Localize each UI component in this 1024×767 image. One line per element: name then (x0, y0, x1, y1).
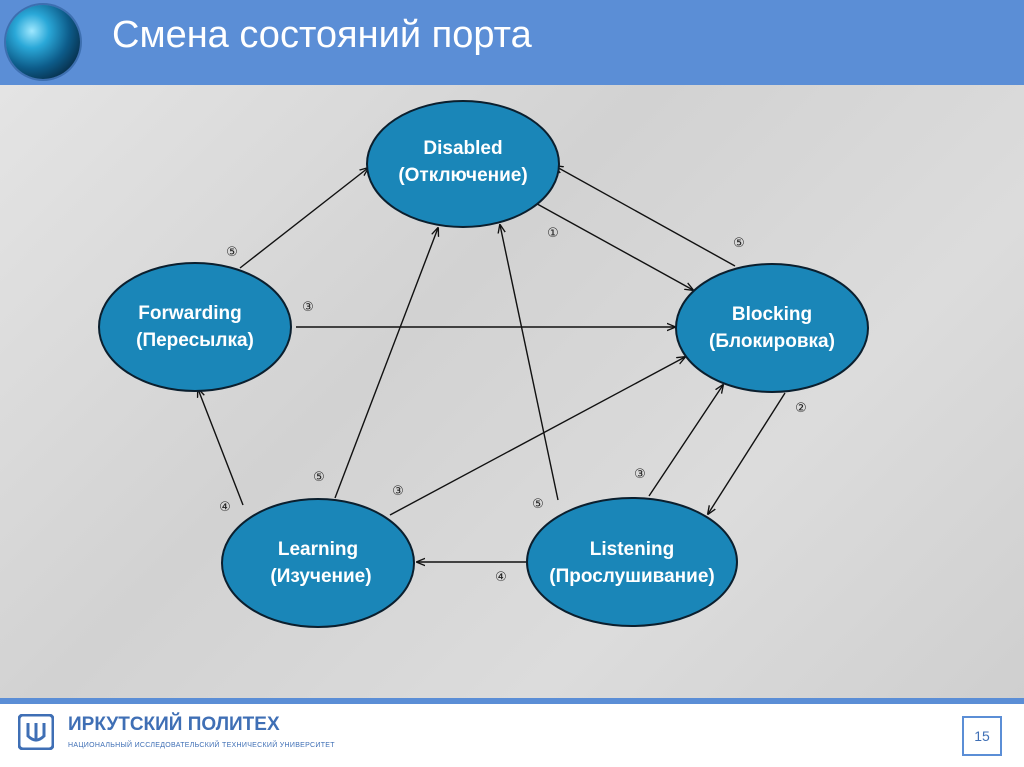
arrow-listening-disabled (500, 225, 558, 500)
state-diagram: Disabled (Отключение) Forwarding (Пересы… (0, 85, 1024, 698)
label-disabled-blocking: ① (547, 226, 559, 241)
node-disabled: Disabled (Отключение) (367, 101, 559, 227)
arrow-learning-blocking (390, 357, 685, 515)
label-learning-blocking: ③ (392, 484, 404, 499)
node-blocking: Blocking (Блокировка) (676, 264, 868, 392)
arrow-learning-forwarding (198, 389, 243, 505)
node-learning-title: Learning (278, 539, 358, 560)
arrow-learning-disabled (335, 228, 438, 498)
node-disabled-subtitle: (Отключение) (398, 165, 527, 186)
label-listening-blocking: ③ (634, 467, 646, 482)
node-forwarding-subtitle: (Пересылка) (136, 330, 254, 351)
label-learning-forwarding: ④ (219, 500, 231, 515)
label-blocking-listening: ② (795, 401, 807, 416)
node-learning: Learning (Изучение) (222, 499, 414, 627)
node-listening-subtitle: (Прослушивание) (549, 566, 714, 587)
arrow-blocking-disabled (555, 166, 735, 266)
label-forwarding-disabled: ⑤ (226, 245, 238, 260)
header-bar: Смена состояний порта (0, 0, 1024, 85)
label-blocking-disabled: ⑤ (733, 236, 745, 251)
label-listening-disabled: ⑤ (532, 497, 544, 512)
node-forwarding-title: Forwarding (138, 303, 241, 324)
node-forwarding: Forwarding (Пересылка) (99, 263, 291, 391)
node-listening: Listening (Прослушивание) (527, 498, 737, 626)
label-forwarding-blocking: ③ (302, 300, 314, 315)
diagram-canvas: Disabled (Отключение) Forwarding (Пересы… (0, 85, 1024, 698)
university-logo-icon (18, 714, 54, 750)
label-learning-disabled: ⑤ (313, 470, 325, 485)
arrow-blocking-listening (708, 393, 785, 514)
globe-logo-icon (6, 5, 80, 79)
arrow-listening-blocking (649, 385, 723, 496)
slide-title: Смена состояний порта (112, 14, 532, 57)
node-disabled-title: Disabled (423, 138, 502, 159)
node-blocking-title: Blocking (732, 304, 812, 325)
arrow-disabled-blocking (530, 200, 693, 290)
arrow-forwarding-disabled (240, 168, 368, 268)
node-listening-title: Listening (590, 539, 674, 560)
node-blocking-subtitle: (Блокировка) (709, 331, 835, 352)
university-name: ИРКУТСКИЙ ПОЛИТЕХ (68, 714, 280, 736)
node-learning-subtitle: (Изучение) (270, 566, 371, 587)
label-listening-learning: ④ (495, 570, 507, 585)
page-number: 15 (962, 716, 1002, 756)
university-subtitle: НАЦИОНАЛЬНЫЙ ИССЛЕДОВАТЕЛЬСКИЙ ТЕХНИЧЕСК… (68, 742, 335, 749)
